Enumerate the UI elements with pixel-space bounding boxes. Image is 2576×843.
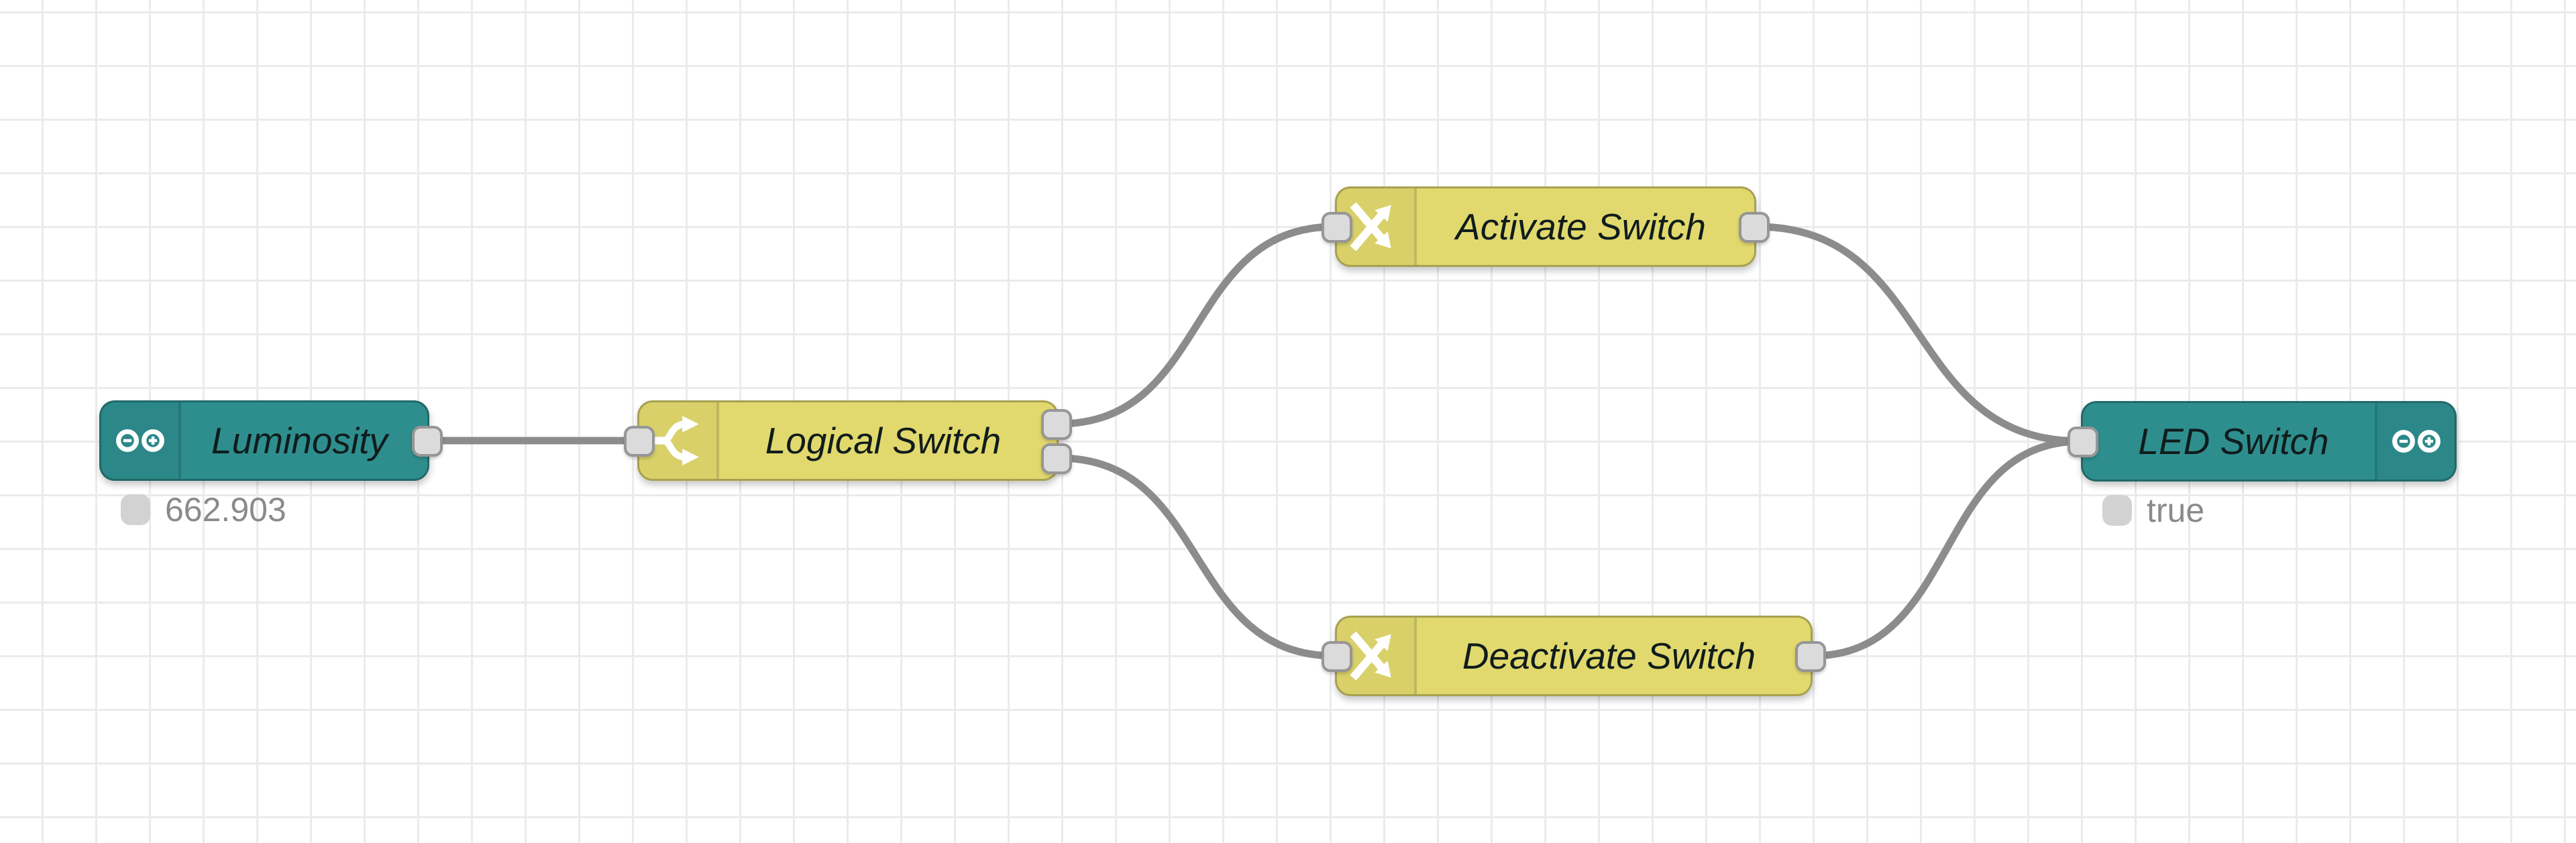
port-output-1[interactable] xyxy=(1041,443,1072,474)
node-led-switch[interactable]: LED Switch true xyxy=(2068,401,2457,529)
change-icon xyxy=(1349,626,1403,685)
port-input[interactable] xyxy=(1322,212,1352,243)
node-logical-switch[interactable]: Logical Switch xyxy=(624,400,1072,481)
status-text: 662.903 xyxy=(165,491,286,528)
node-label: Deactivate Switch xyxy=(1462,635,1756,677)
arduino-icon xyxy=(2390,427,2443,455)
node-status: 662.903 xyxy=(121,490,286,529)
node-luminosity[interactable]: Luminosity 662.903 xyxy=(99,400,443,528)
node-label: Activate Switch xyxy=(1456,206,1706,247)
status-indicator xyxy=(121,494,150,525)
node-deactivate-switch[interactable]: Deactivate Switch xyxy=(1322,616,1826,696)
node-status: true xyxy=(2102,491,2204,530)
node-activate-switch[interactable]: Activate Switch xyxy=(1322,186,1770,267)
change-icon xyxy=(1349,197,1403,256)
arduino-icon xyxy=(114,427,166,455)
wire-activate-switch-to-led-switch[interactable] xyxy=(1752,223,2085,445)
port-output-0[interactable] xyxy=(1795,641,1826,672)
node-label: LED Switch xyxy=(2138,420,2329,462)
node-label: Luminosity xyxy=(211,420,388,461)
wire-logical-switch-to-deactivate-switch[interactable] xyxy=(1055,454,1339,660)
icon-region xyxy=(101,402,181,479)
port-input[interactable] xyxy=(1322,641,1352,672)
port-input[interactable] xyxy=(2068,427,2098,457)
node-label: Logical Switch xyxy=(765,420,1002,461)
status-indicator xyxy=(2102,495,2132,526)
status-text: true xyxy=(2147,492,2205,529)
port-output-0[interactable] xyxy=(412,426,443,457)
port-input[interactable] xyxy=(624,426,655,457)
wire-deactivate-switch-to-led-switch[interactable] xyxy=(1809,437,2085,660)
icon-region xyxy=(639,402,719,479)
switch-icon xyxy=(650,412,706,469)
wire-logical-switch-to-activate-switch[interactable] xyxy=(1055,223,1339,428)
icon-region xyxy=(1337,188,1417,265)
icon-region xyxy=(2375,403,2455,480)
port-output-0[interactable] xyxy=(1739,212,1770,243)
port-output-0[interactable] xyxy=(1041,409,1072,440)
